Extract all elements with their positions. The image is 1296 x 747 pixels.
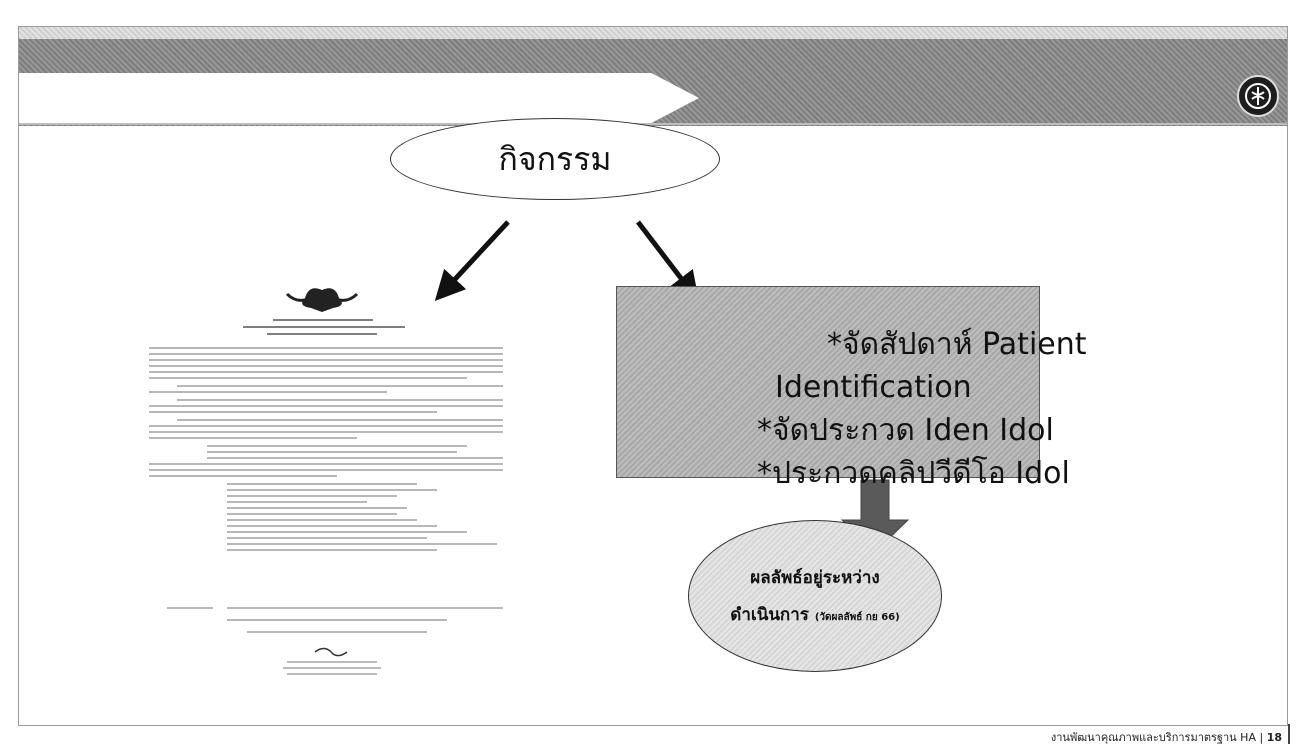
activity-line-4: *ประกวดคลิปวีดีโอ Idol — [757, 456, 1070, 491]
result-line-2: ดำเนินการ (วัดผลลัพธ์ กย 66) — [730, 601, 899, 628]
arrow-down-left-icon — [434, 220, 510, 302]
result-line-1: ผลลัพธ์อยู่ระหว่าง — [750, 568, 880, 588]
title-panel — [19, 73, 699, 123]
activity-line-3: *จัดประกวด Iden Idol — [757, 413, 1054, 448]
header-divider — [19, 123, 1287, 125]
arrow-down-right-icon — [636, 220, 700, 302]
garuda-emblem-icon — [285, 288, 359, 312]
ministry-emblem-icon — [1237, 75, 1279, 117]
activity-line-1: *จัดสัปดาห์ Patient — [827, 327, 1087, 362]
activity-ellipse: กิจกรรม — [390, 118, 720, 200]
activity-title: กิจกรรม — [498, 139, 612, 178]
footer: งานพัฒนาคุณภาพและบริการมาตรฐาน HA | 18 — [1051, 728, 1282, 746]
page-number: 18 — [1266, 731, 1282, 744]
activity-line-2: Identification — [775, 370, 972, 405]
footer-text: งานพัฒนาคุณภาพและบริการมาตรฐาน HA | — [1050, 731, 1264, 744]
result-status: ดำเนินการ — [730, 605, 809, 625]
announcement-document — [149, 288, 503, 675]
activities-box: *จัดสัปดาห์ Patient Identification *จัดป… — [616, 286, 1087, 491]
result-ellipse: ผลลัพธ์อยู่ระหว่าง ดำเนินการ (วัดผลลัพธ์… — [688, 520, 942, 672]
result-note: (วัดผลลัพธ์ กย 66) — [814, 612, 900, 623]
footer-bar — [1288, 724, 1290, 744]
header-band-top-strip — [19, 27, 1287, 39]
